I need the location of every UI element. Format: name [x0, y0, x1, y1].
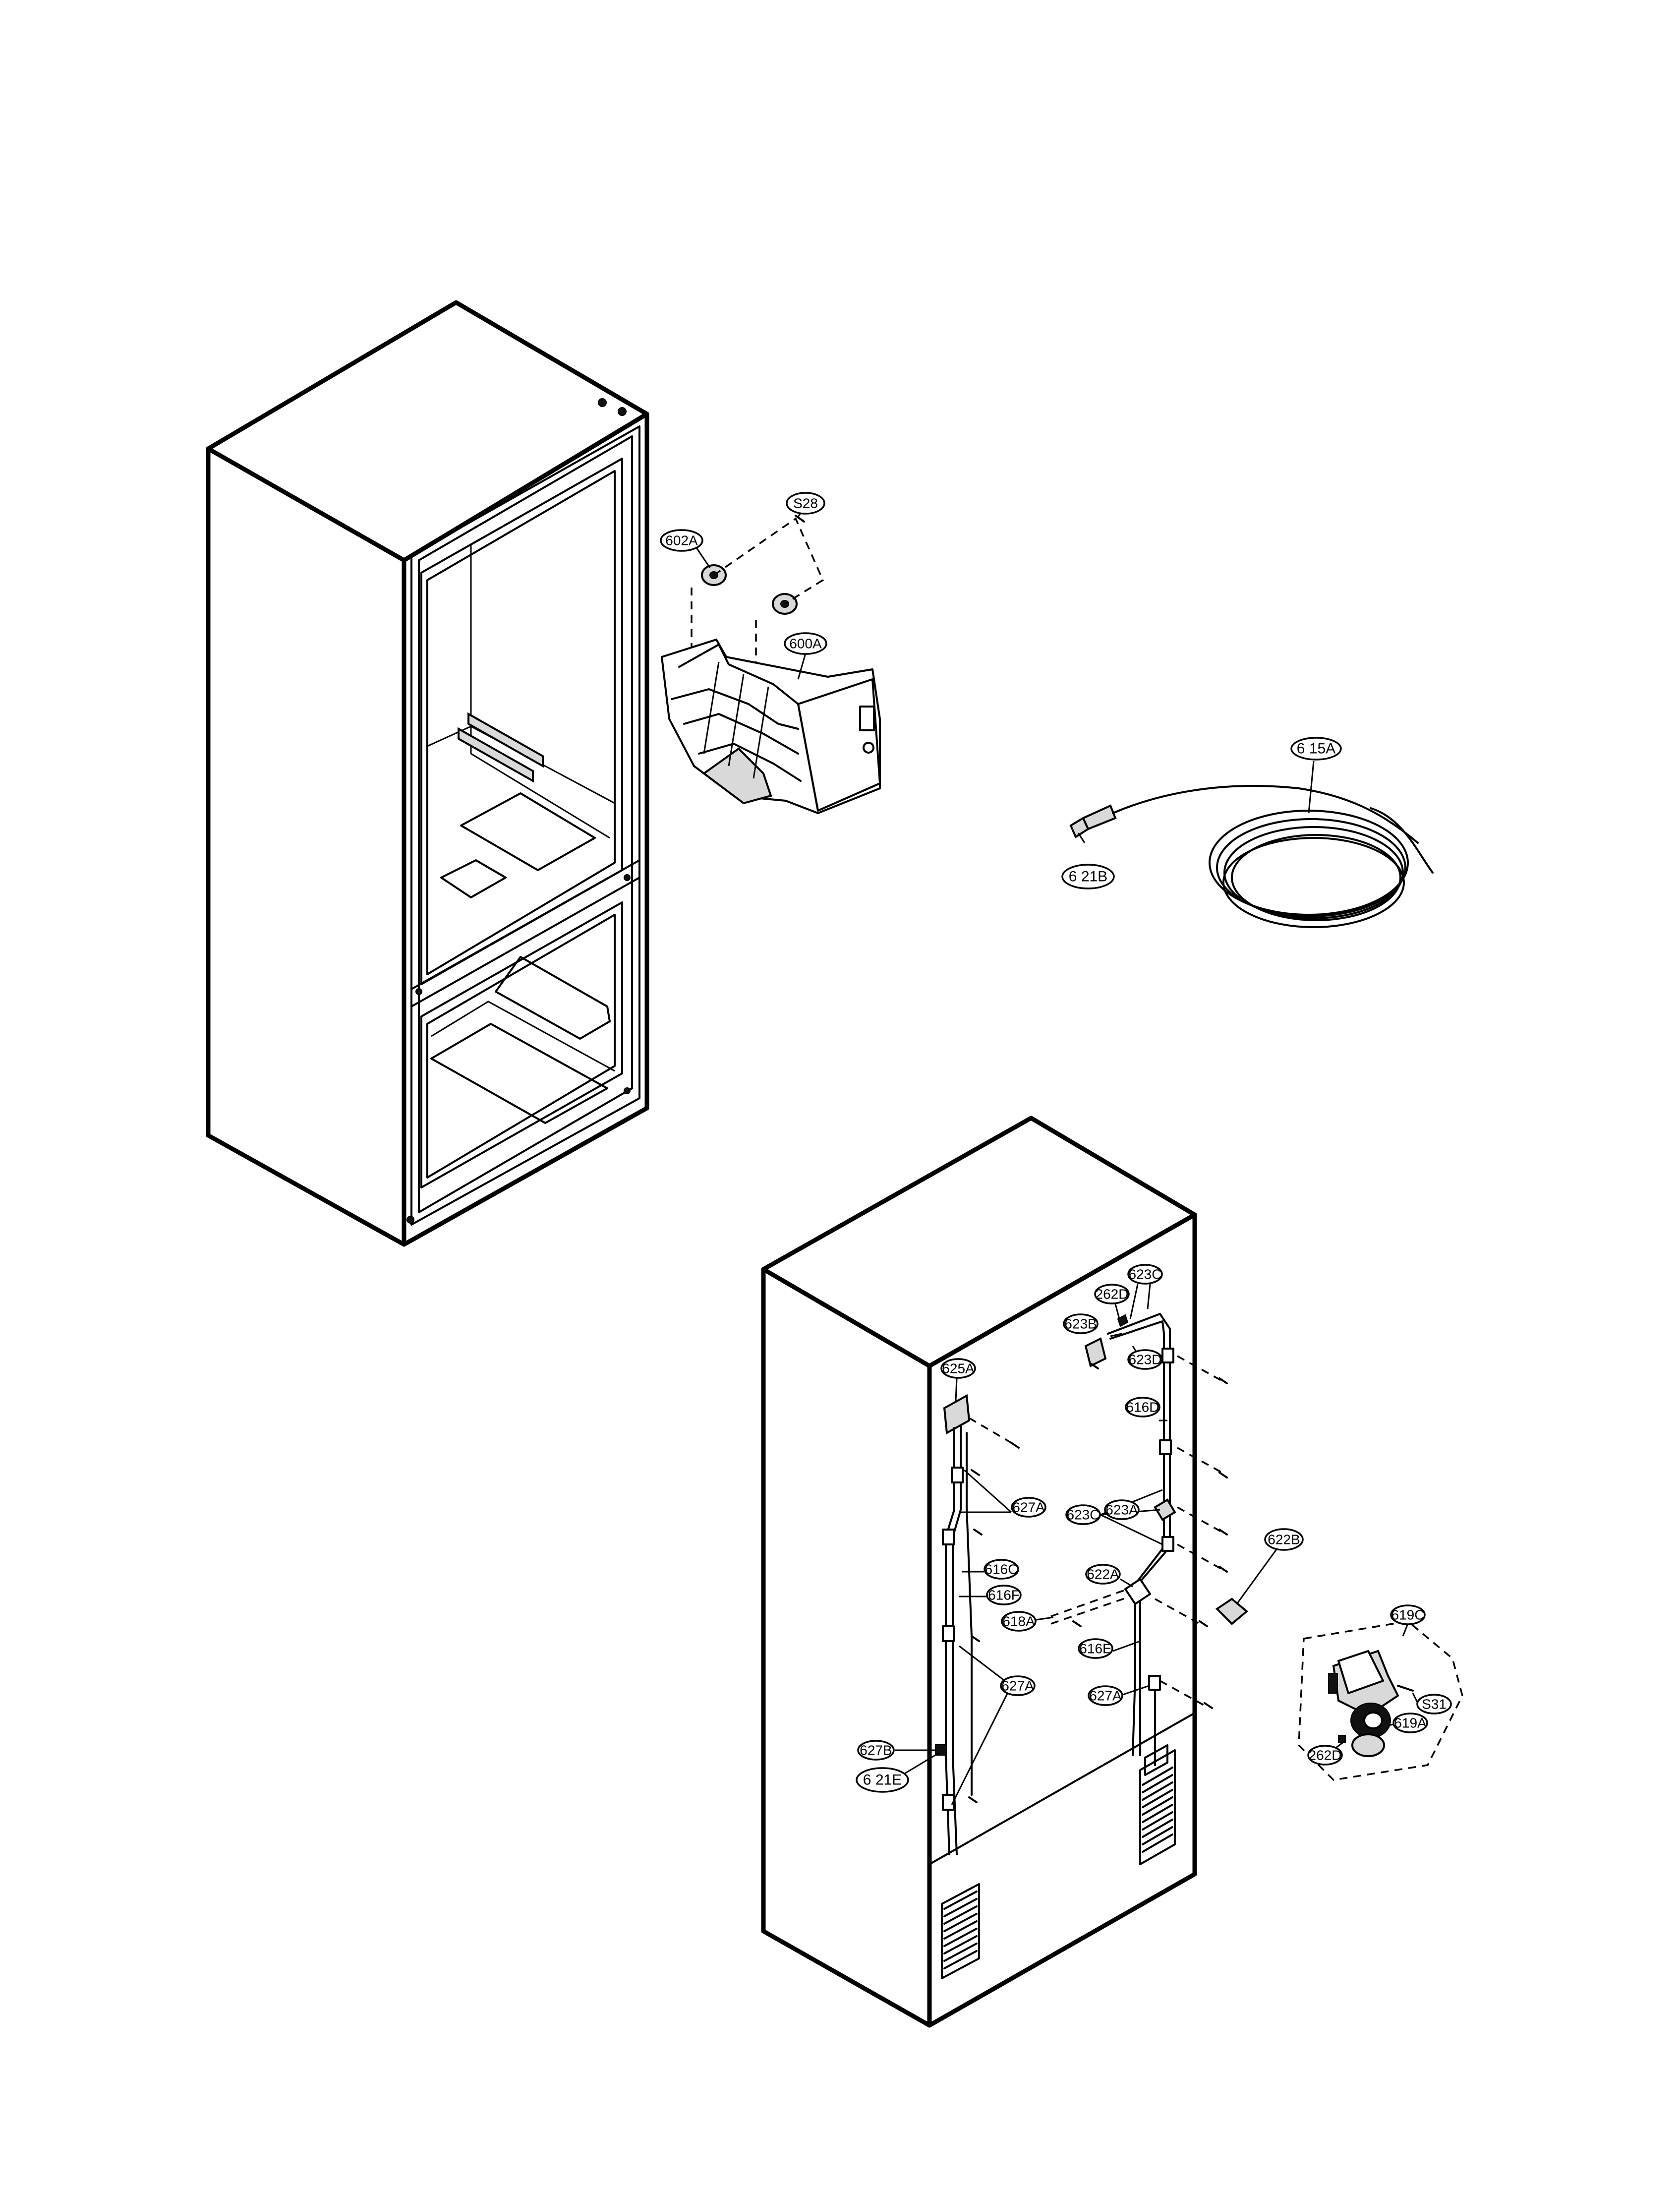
svg-text:262D: 262D — [1096, 1287, 1129, 1302]
label-602a: 602A — [660, 529, 703, 552]
svg-text:623C: 623C — [1067, 1507, 1100, 1523]
svg-text:616F: 616F — [988, 1588, 1020, 1603]
label-623a: 623A — [1104, 1499, 1140, 1520]
svg-text:623A: 623A — [1105, 1502, 1138, 1518]
svg-text:S31: S31 — [1422, 1697, 1447, 1712]
label-616c: 616C — [984, 1559, 1019, 1580]
svg-text:600A: 600A — [789, 636, 822, 651]
svg-text:6 21B: 6 21B — [1069, 869, 1107, 885]
svg-text:627A: 627A — [1012, 1500, 1045, 1515]
label-627b: 627B — [857, 1740, 895, 1761]
svg-text:625A: 625A — [942, 1361, 975, 1376]
svg-text:6 15A: 6 15A — [1297, 741, 1335, 757]
svg-text:623B: 623B — [1064, 1316, 1097, 1332]
vent-left — [941, 1883, 980, 1979]
svg-text:S28: S28 — [793, 496, 818, 511]
label-262d-bottom: 262D — [1307, 1745, 1343, 1766]
label-s31: S31 — [1416, 1694, 1452, 1714]
label-627a-lower: 627A — [1000, 1675, 1036, 1696]
svg-text:616D: 616D — [1126, 1400, 1159, 1415]
ice-maker-assembly — [661, 515, 881, 814]
part-labels: S28 602A 600A 6 15A 6 21B 623C 262D 623B… — [660, 492, 1452, 1793]
mount-screws — [968, 1355, 1228, 1803]
vent-right — [1139, 1744, 1176, 1865]
refrigerator-cabinet-front — [206, 300, 649, 1247]
label-616f: 616F — [986, 1585, 1022, 1605]
leader-lines — [695, 513, 1419, 1805]
svg-text:602A: 602A — [665, 533, 698, 548]
label-623b: 623B — [1063, 1313, 1099, 1334]
svg-text:622B: 622B — [1268, 1532, 1300, 1547]
label-623c-mid: 623C — [1065, 1504, 1101, 1525]
svg-text:627B: 627B — [860, 1743, 892, 1758]
label-627a-right: 627A — [1088, 1685, 1123, 1706]
svg-text:6 21E: 6 21E — [863, 1772, 902, 1788]
svg-text:623D: 623D — [1129, 1352, 1162, 1367]
label-619c: 619C — [1390, 1604, 1426, 1625]
svg-text:622A: 622A — [1087, 1567, 1119, 1582]
label-622a: 622A — [1085, 1564, 1121, 1585]
svg-text:616E: 616E — [1079, 1641, 1111, 1656]
svg-text:619A: 619A — [1394, 1715, 1427, 1731]
label-262d-top: 262D — [1094, 1284, 1130, 1304]
label-600a: 600A — [784, 632, 827, 655]
svg-text:623C: 623C — [1129, 1267, 1162, 1282]
water-valve-inset — [1298, 1620, 1463, 1781]
svg-text:619C: 619C — [1391, 1607, 1425, 1623]
label-621b: 6 21B — [1061, 864, 1115, 889]
svg-text:616C: 616C — [985, 1562, 1018, 1577]
label-616e: 616E — [1078, 1638, 1113, 1659]
label-621e: 6 21E — [856, 1767, 909, 1793]
svg-text:618A: 618A — [1002, 1614, 1035, 1629]
label-627a-upper: 627A — [1011, 1497, 1046, 1518]
svg-text:262D: 262D — [1309, 1748, 1342, 1763]
label-625a: 625A — [940, 1358, 976, 1379]
label-615a: 6 15A — [1290, 737, 1342, 761]
label-616d: 616D — [1125, 1397, 1160, 1418]
right-water-tube — [1084, 1313, 1176, 1766]
label-619a: 619A — [1392, 1713, 1428, 1733]
water-tube-coil — [1069, 785, 1434, 928]
label-s28: S28 — [786, 492, 825, 515]
svg-text:627A: 627A — [1001, 1678, 1034, 1694]
svg-text:627A: 627A — [1089, 1688, 1122, 1704]
label-618a: 618A — [1001, 1611, 1037, 1632]
label-623d: 623D — [1127, 1349, 1163, 1370]
cover-plate — [1215, 1597, 1249, 1625]
label-622b: 622B — [1264, 1528, 1304, 1551]
label-623c-top: 623C — [1127, 1264, 1163, 1285]
